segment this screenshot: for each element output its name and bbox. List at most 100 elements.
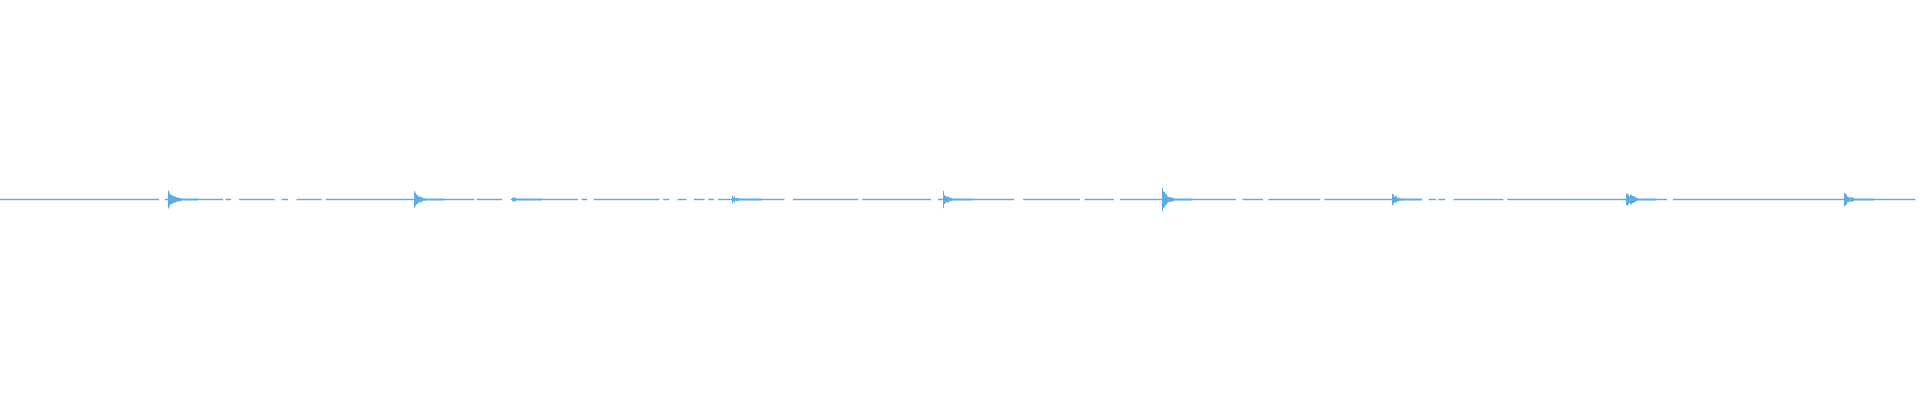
waveform-burst-sample (1847, 196, 1848, 203)
waveform-segment (879, 198, 931, 201)
waveform-burst-sample (179, 197, 180, 202)
waveform-burst-sample (971, 198, 972, 201)
waveform-segment (325, 198, 349, 201)
waveform-burst-sample (746, 198, 747, 201)
waveform-burst-sample (1631, 194, 1632, 205)
waveform-burst-sample (1187, 198, 1188, 201)
waveform-burst-sample (949, 197, 950, 202)
waveform-segment (457, 198, 475, 201)
waveform-burst-sample (955, 198, 956, 201)
waveform-burst-sample (436, 198, 437, 201)
waveform-segment (1453, 198, 1467, 201)
waveform-segment (1268, 198, 1301, 201)
waveform-burst-sample (518, 198, 519, 201)
waveform-burst-sample (967, 198, 968, 201)
waveform-burst-sample (1646, 198, 1647, 201)
waveform-burst-sample (443, 198, 444, 201)
waveform-segment (1242, 198, 1252, 201)
waveform-burst-sample (1414, 198, 1415, 201)
waveform-burst-sample (417, 195, 418, 204)
waveform-burst-sample (750, 198, 751, 201)
waveform-burst-sample (1640, 198, 1641, 201)
waveform-burst-sample (530, 198, 531, 201)
waveform-burst-sample (1630, 194, 1631, 205)
waveform-burst-sample (169, 192, 170, 207)
waveform-burst-sample (1629, 196, 1630, 203)
waveform-burst-sample (745, 198, 746, 201)
waveform-burst-sample (1862, 198, 1863, 201)
waveform-burst-sample (747, 198, 748, 201)
waveform-burst-sample (1405, 198, 1406, 201)
waveform-burst-sample (435, 198, 436, 201)
waveform-burst-sample (963, 198, 964, 201)
waveform-burst-sample (1634, 196, 1635, 203)
waveform-burst-sample (1409, 198, 1410, 201)
waveform-burst-sample (422, 197, 423, 202)
waveform-burst-sample (186, 198, 187, 201)
waveform-segment (1031, 198, 1080, 201)
waveform-burst-sample (753, 198, 754, 201)
waveform-burst-sample (744, 198, 745, 201)
waveform-burst-sample (1642, 198, 1643, 201)
waveform-burst-sample (515, 197, 516, 202)
waveform-burst-sample (439, 198, 440, 201)
waveform-burst-sample (1418, 198, 1419, 201)
waveform-burst-sample (1421, 198, 1422, 201)
waveform-burst-sample (517, 198, 518, 201)
waveform-burst-sample (1413, 198, 1414, 201)
waveform-burst-sample (1872, 198, 1873, 201)
waveform-burst-sample (752, 198, 753, 201)
waveform-burst-sample (761, 198, 762, 201)
waveform-burst-sample (1398, 197, 1399, 202)
waveform-burst-sample (968, 198, 969, 201)
waveform-burst-sample (525, 198, 526, 201)
waveform-burst-sample (528, 198, 529, 201)
waveform-burst-sample (1165, 193, 1166, 206)
waveform-burst-sample (1850, 197, 1851, 202)
waveform-segment (717, 198, 722, 201)
waveform-burst-sample (1652, 198, 1653, 201)
waveform-burst-sample (952, 198, 953, 201)
waveform-burst-sample (418, 196, 419, 203)
waveform-burst-sample (177, 197, 178, 202)
waveform-burst-sample (428, 198, 429, 201)
waveform-burst-sample (958, 198, 959, 201)
waveform-segment (1438, 198, 1446, 201)
waveform-burst-sample (742, 198, 743, 201)
waveform-burst-sample (512, 197, 513, 202)
waveform-burst-sample (526, 198, 527, 201)
waveform-burst-sample (741, 198, 742, 201)
waveform-segment (1737, 198, 1762, 201)
waveform-burst-sample (185, 198, 186, 201)
waveform-burst-sample (1401, 198, 1402, 201)
waveform-segment (1314, 198, 1317, 201)
waveform-burst-sample (1188, 198, 1189, 201)
waveform-burst-sample (1636, 198, 1637, 201)
waveform-burst-sample (1855, 198, 1856, 201)
waveform-burst-sample (414, 191, 415, 208)
waveform-burst-sample (1173, 197, 1174, 202)
waveform-burst-sample (1863, 198, 1864, 201)
waveform-burst-sample (1858, 198, 1859, 201)
waveform-burst-sample (1177, 198, 1178, 201)
waveform-burst-sample (434, 198, 435, 201)
waveform-burst-sample (735, 198, 736, 201)
waveform-burst-sample (1641, 198, 1642, 201)
waveform-burst-sample (1400, 198, 1401, 201)
waveform-burst-sample (1406, 198, 1407, 201)
waveform-burst-sample (748, 198, 749, 201)
waveform-burst-sample (1871, 198, 1872, 201)
waveform-segment (1300, 198, 1307, 201)
waveform-burst-sample (514, 197, 515, 202)
waveform-burst-sample (538, 198, 539, 201)
waveform-burst-sample (1416, 198, 1417, 201)
waveform-burst-sample (437, 198, 438, 201)
waveform-burst-sample (1190, 198, 1191, 201)
waveform-segment (721, 198, 725, 201)
waveform-burst-sample (1647, 198, 1648, 201)
waveform-burst-sample (734, 196, 735, 203)
waveform-burst-sample (520, 198, 521, 201)
waveform-burst-sample (751, 198, 752, 201)
waveform-burst-sample (1644, 198, 1645, 201)
waveform-burst-sample (738, 198, 739, 201)
